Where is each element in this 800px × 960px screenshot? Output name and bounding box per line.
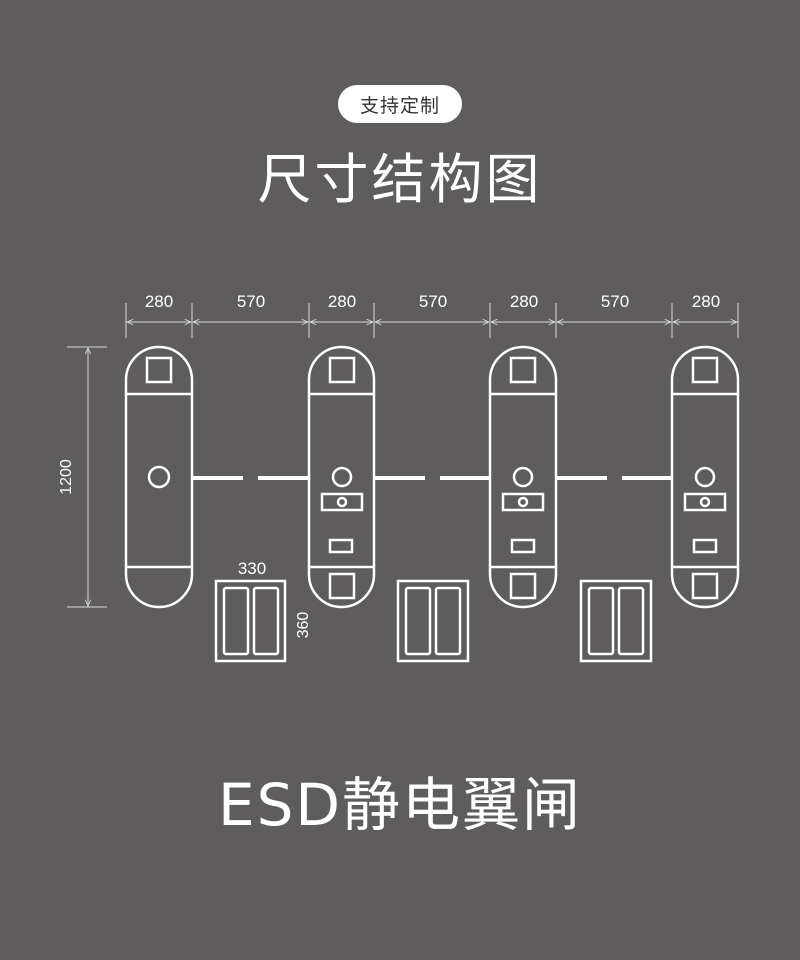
mat-width-label: 330 — [238, 559, 266, 578]
width-label: 280 — [510, 292, 538, 311]
width-label: 280 — [328, 292, 356, 311]
width-label: 570 — [237, 292, 265, 311]
esd-floor-mat — [214, 579, 287, 663]
page-title: 尺寸结构图 — [257, 148, 543, 211]
width-dimension-chain — [125, 303, 739, 338]
esd-floor-mat — [579, 579, 653, 663]
height-dimension — [67, 346, 107, 608]
gate-cabinet — [670, 345, 740, 609]
product-name: ESD静电翼闸 — [217, 771, 583, 839]
mat-height-label: 360 — [295, 612, 312, 639]
width-label: 280 — [692, 292, 720, 311]
width-label: 280 — [145, 292, 173, 311]
customizable-badge: 支持定制 — [338, 85, 462, 123]
width-label: 570 — [601, 292, 629, 311]
esd-floor-mat — [396, 579, 470, 663]
gate-cabinet — [124, 345, 194, 609]
gate-cabinet — [488, 345, 558, 609]
height-label: 1200 — [58, 459, 75, 495]
gate-cabinet — [307, 345, 376, 609]
width-label: 570 — [419, 292, 447, 311]
